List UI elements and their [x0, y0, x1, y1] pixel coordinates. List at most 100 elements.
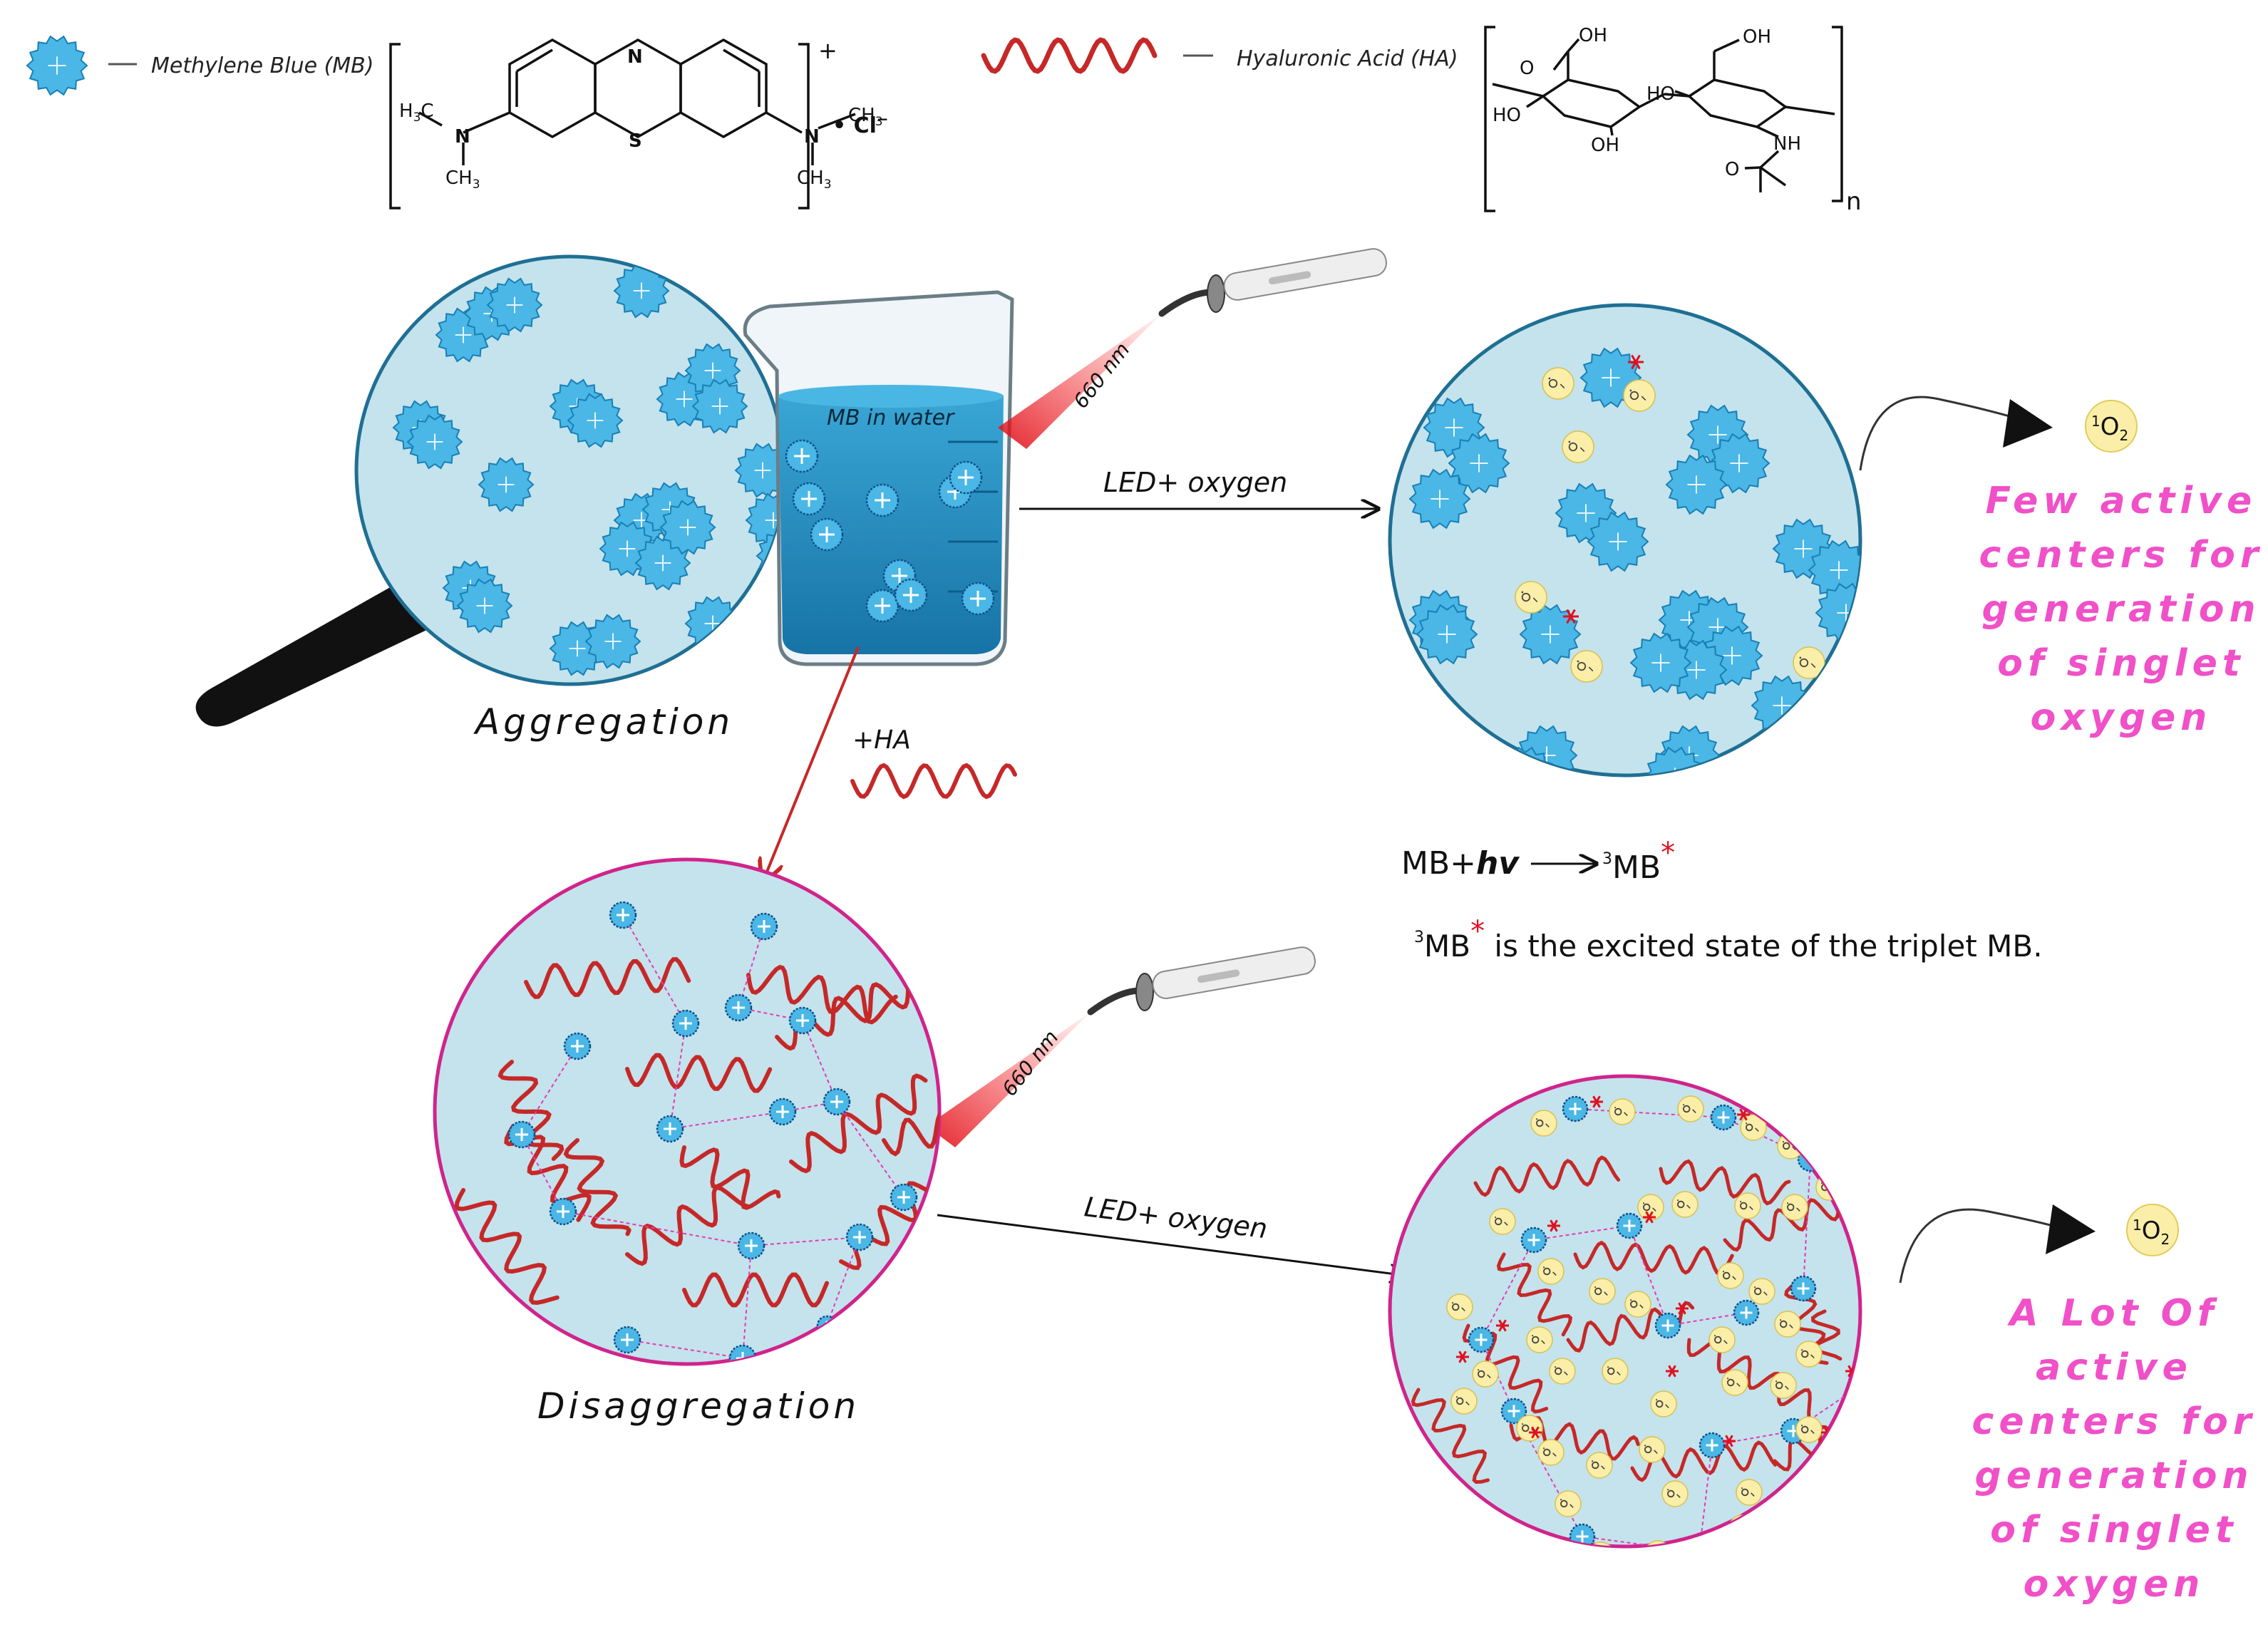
ha-mb-interaction: [751, 1236, 860, 1246]
oxygen-glyph: [1465, 1401, 1470, 1405]
oxygen-glyph: [1560, 1499, 1568, 1508]
mb-molecule: [1519, 604, 1582, 665]
oxygen-glyph: [1629, 391, 1639, 401]
legend-ha-wave: [981, 37, 1158, 74]
oxygen-glyph: [1787, 1202, 1789, 1204]
singlet-oxygen: [1450, 1388, 1478, 1415]
mb-ring-n: N: [627, 46, 643, 68]
few-active-line: of singlet: [1997, 642, 2244, 685]
oxygen-glyph: [1630, 1300, 1638, 1308]
oxygen-glyph: [1810, 1354, 1815, 1358]
oxygen-glyph: [1656, 1400, 1664, 1408]
oxygen-glyph: [1727, 1378, 1735, 1387]
mb-molecule: [949, 460, 983, 495]
oxygen-glyph: [1686, 1204, 1691, 1209]
red-light-beam: [927, 1012, 1091, 1147]
mb-molecule: [1616, 1212, 1643, 1239]
oxygen-glyph: [1801, 1350, 1809, 1358]
mb-molecule: [745, 492, 784, 548]
singlet-oxygen: [1770, 1372, 1797, 1399]
mb-molecule: [1520, 1226, 1547, 1254]
oxygen-glyph: [1545, 1123, 1550, 1127]
equation-text: MB+hv: [1401, 845, 1520, 882]
star-ray: [1668, 1365, 1676, 1378]
mb-molecule: [613, 1326, 641, 1354]
star-ray: [1819, 1159, 1828, 1172]
output-arrowhead-top: [2003, 399, 2053, 448]
mb-molecule: [1587, 511, 1649, 572]
oxygen-glyph: [1548, 377, 1551, 380]
led-button: [1197, 969, 1240, 983]
ha-mb-interaction: [1711, 1430, 1794, 1446]
mb-molecule: [1733, 1299, 1760, 1326]
arrow-led-oxygen-bottom: [937, 1214, 1407, 1276]
lot-active-line: centers for: [1972, 1400, 2257, 1443]
oxygen-glyph: [1579, 447, 1585, 453]
singlet-oxygen: [1446, 1293, 1473, 1321]
oxygen-glyph: [1452, 1302, 1454, 1304]
ha-chain: [1573, 1240, 1734, 1277]
ha-mb-interaction: [1582, 1536, 1700, 1546]
singlet-oxygen: [1780, 718, 1813, 750]
mb-molecule: [1686, 1539, 1713, 1546]
ha-oh-top-right: OH: [1743, 26, 1771, 48]
add-ha-wave: [850, 763, 1017, 800]
ha-oh-bottom-left: OH: [1591, 135, 1619, 156]
legend: Methylene Blue (MB) N S H3C N CH3 N: [26, 25, 1862, 216]
oxygen-glyph: [1555, 1366, 1557, 1368]
singlet-oxygen: [1795, 1416, 1823, 1443]
lot-active-line: active: [2036, 1346, 2192, 1389]
oxygen-glyph: [1656, 1399, 1658, 1401]
singlet-oxygen: [1624, 1291, 1651, 1318]
aggregation-label: Aggregation: [473, 701, 733, 743]
oxygen-glyph: [1734, 1524, 1742, 1532]
star-ray: [1592, 1095, 1601, 1108]
oxygen-glyph: [1588, 666, 1594, 672]
oxygen-glyph: [1639, 1304, 1644, 1308]
mb-molecule: [1699, 1432, 1726, 1459]
singlet-oxygen: [1734, 1192, 1761, 1219]
singlet-oxygen: [1777, 1132, 1804, 1159]
singlet-oxygen: [1562, 430, 1594, 463]
oxygen-glyph: [1577, 661, 1587, 671]
ha-repeat-n: n: [1846, 187, 1862, 216]
singlet-oxygen: [1677, 1095, 1704, 1122]
singlet-oxygen-body: [1589, 1278, 1616, 1305]
singlet-oxygen-body: [1795, 1416, 1823, 1443]
oxygen-glyph: [1521, 591, 1524, 594]
star-ray: [1739, 1108, 1748, 1121]
ha-structure-labels: OH O HO OH HO OH NH O: [1493, 25, 1801, 180]
ha-chain: [1496, 1252, 1573, 1337]
mb-molecule: [750, 912, 778, 941]
mb-molecule-body: [1686, 1539, 1713, 1546]
ha-chain: [882, 1103, 939, 1157]
oxygen-glyph: [1601, 1465, 1605, 1470]
oxygen-glyph: [1775, 1380, 1778, 1383]
mb-charge: +: [818, 37, 837, 64]
oxygen-glyph: [1560, 383, 1565, 389]
excited-star: [1628, 354, 1644, 370]
excited-star: [1831, 669, 1847, 685]
mb-molecule: [890, 1183, 918, 1212]
oxygen-glyph: [1592, 1460, 1594, 1462]
mb-molecule-body: [1861, 1365, 1885, 1389]
oxygen-glyph: [1651, 1551, 1657, 1557]
circle-disaggregation: [433, 857, 942, 1366]
few-active-line: generation: [1982, 588, 2261, 631]
singlet-oxygen-body: [1677, 1095, 1704, 1122]
oxygen-glyph: [1751, 1492, 1755, 1497]
oxygen-glyph: [1643, 1202, 1645, 1204]
ha-mb-interaction: [1667, 1312, 1747, 1326]
star-ray: [1550, 1219, 1558, 1232]
magnifier: [195, 254, 786, 727]
singlet-oxygen-body: [1748, 1278, 1775, 1305]
oxygen-glyph: [1677, 1200, 1685, 1209]
ha-o-acid: O: [1520, 58, 1534, 79]
oxygen-glyph: [1560, 1499, 1562, 1501]
star-ray: [1678, 1302, 1686, 1315]
led-tip: [1087, 987, 1144, 1016]
excited-state-note: 3MB* is the excited state of the triplet…: [1414, 915, 2043, 964]
oxygen-glyph: [1660, 1554, 1664, 1558]
oxygen-glyph: [1723, 1340, 1728, 1344]
